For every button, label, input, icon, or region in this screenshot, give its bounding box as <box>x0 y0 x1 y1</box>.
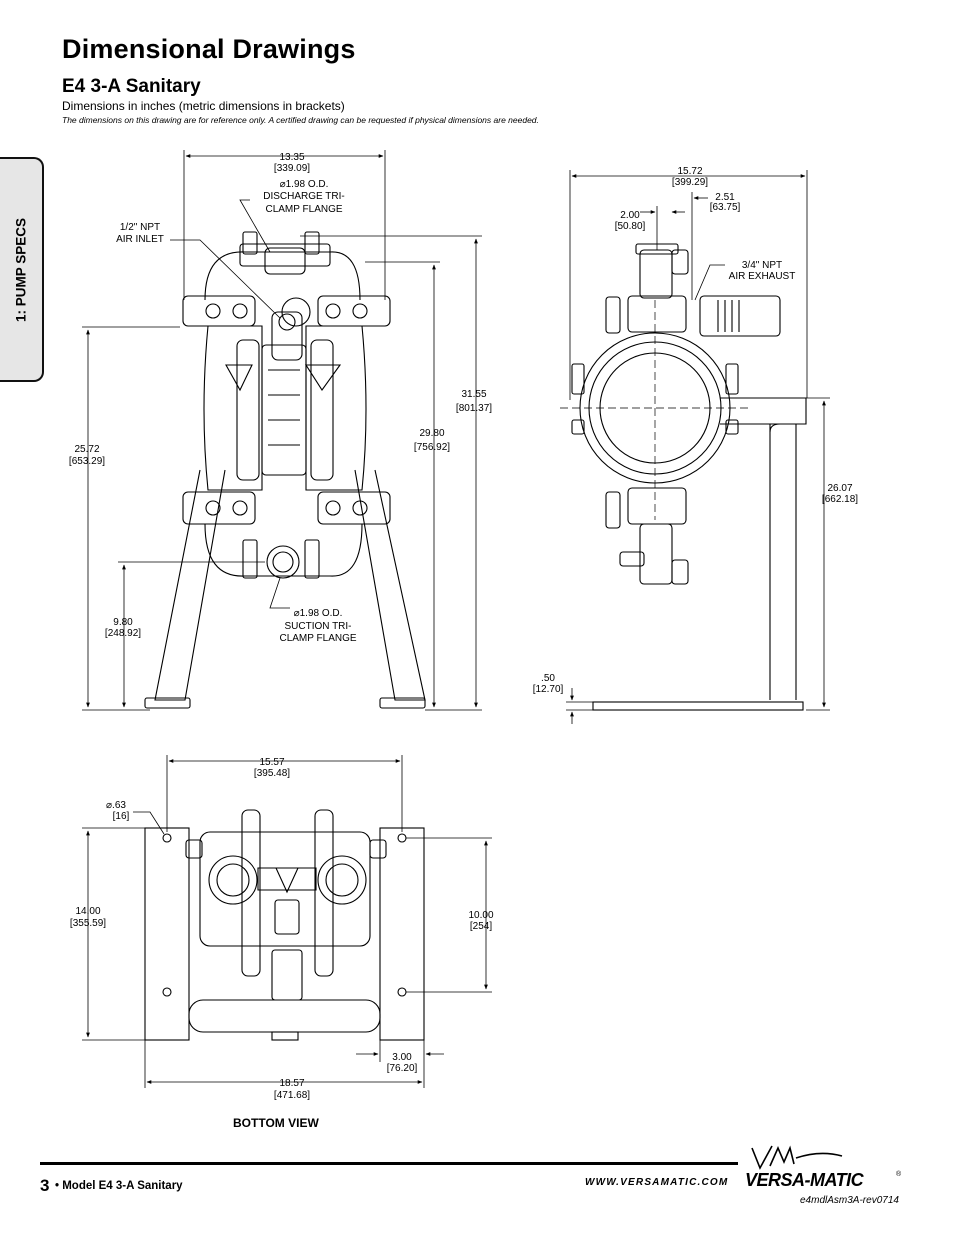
front-h3-in: 31.55 <box>461 389 486 400</box>
bottom-small-in: 3.00 <box>392 1052 412 1063</box>
bottom-overall-mm: [471.68] <box>274 1090 310 1101</box>
front-h1-mm: [653.29] <box>69 456 105 467</box>
side-d2-mm: [63.75] <box>710 202 741 213</box>
bottom-small-mm: [76.20] <box>387 1063 418 1074</box>
units-note: Dimensions in inches (metric dimensions … <box>62 99 345 113</box>
bottom-view-label: BOTTOM VIEW <box>233 1116 319 1130</box>
bottom-view-pump <box>144 809 425 1041</box>
bottom-view-dimensions <box>82 755 492 1088</box>
suction-label-2: SUCTION TRI- <box>284 621 351 632</box>
versa-matic-logo-mark <box>751 1145 843 1170</box>
bottom-top-mm: [395.48] <box>254 768 290 779</box>
page-title: Dimensional Drawings <box>62 34 356 64</box>
air-inlet-label-1: 1/2" NPT <box>120 222 160 233</box>
side-height-mm: [662.18] <box>822 494 858 505</box>
front-h2-mm: [756.92] <box>414 442 450 453</box>
side-base-mm: [12.70] <box>533 684 564 695</box>
footer-model: • Model E4 3-A Sanitary <box>55 1180 183 1192</box>
side-d2-in: 2.51 <box>715 192 735 203</box>
bottom-left-mm: [355.59] <box>70 918 106 929</box>
footer-website-link[interactable]: WWW.VERSAMATIC.COM <box>585 1177 729 1188</box>
front-h2-in: 29.80 <box>419 428 444 439</box>
front-width-mm: [339.09] <box>274 163 310 174</box>
bottom-right-in: 10.00 <box>468 910 493 921</box>
bottom-left-in: 14.00 <box>75 906 100 917</box>
side-d1-in: 2.00 <box>620 210 640 221</box>
front-view-dimensions <box>82 150 482 711</box>
front-h1-in: 25.72 <box>74 444 99 455</box>
side-view-dimensions <box>566 170 830 724</box>
front-h3-mm: [801.37] <box>456 403 492 414</box>
footer-rule <box>40 1162 738 1165</box>
discharge-label-2: DISCHARGE TRI- <box>263 191 345 202</box>
side-width-mm: [399.29] <box>672 177 708 188</box>
disclaimer-note: The dimensions on this drawing are for r… <box>62 115 539 125</box>
bottom-right-mm: [254] <box>470 921 492 932</box>
air-inlet-label-2: AIR INLET <box>116 234 164 245</box>
front-view-pump <box>144 231 426 709</box>
discharge-label-1: ⌀1.98 O.D. <box>280 179 329 190</box>
side-height-in: 26.07 <box>827 483 852 494</box>
brand-logo: VERSA-MATIC <box>745 1170 864 1190</box>
revision-code: e4mdlAsm3A-rev0714 <box>800 1195 899 1206</box>
side-base-in: .50 <box>541 673 555 684</box>
front-h4-in: 9.80 <box>113 617 133 628</box>
suction-label-1: ⌀1.98 O.D. <box>294 608 343 619</box>
bottom-overall-in: 18.57 <box>279 1078 304 1089</box>
exhaust-label-1: 3/4" NPT <box>742 260 782 271</box>
front-h4-mm: [248.92] <box>105 628 141 639</box>
page-number: 3 <box>40 1176 50 1195</box>
side-view-pump <box>560 243 807 711</box>
section-subtitle: E4 3-A Sanitary <box>62 76 201 97</box>
bottom-hole-mm: [16] <box>113 811 130 822</box>
registered-mark: ® <box>896 1171 902 1178</box>
side-width-in: 15.72 <box>677 166 702 177</box>
discharge-label-3: CLAMP FLANGE <box>265 204 342 215</box>
side-tab-pump-specs[interactable]: 1: PUMP SPECS <box>0 157 44 382</box>
bottom-hole-in: ⌀.63 <box>106 800 126 811</box>
bottom-top-in: 15.57 <box>259 757 284 768</box>
side-d1-mm: [50.80] <box>615 221 646 232</box>
front-width-in: 13.35 <box>279 152 304 163</box>
suction-label-3: CLAMP FLANGE <box>279 633 356 644</box>
exhaust-label-2: AIR EXHAUST <box>729 271 796 282</box>
